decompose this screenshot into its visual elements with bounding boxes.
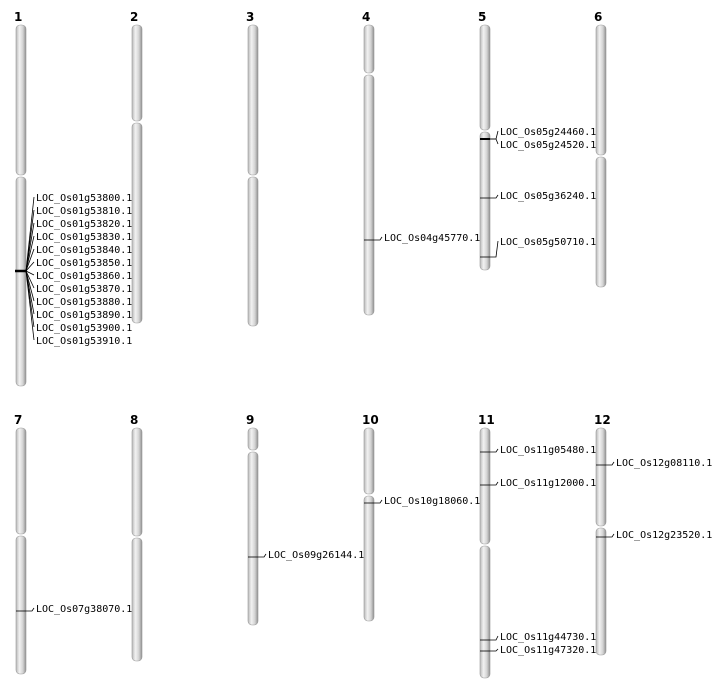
gene-label: LOC_Os01g53880.1 — [36, 297, 132, 308]
chromosome-arm-p — [363, 24, 375, 74]
chromosome-arm-p — [247, 24, 259, 176]
chromosome-2: 2 — [130, 10, 143, 324]
gene-connector — [374, 499, 383, 504]
gene-connector — [258, 553, 267, 558]
chromosome-arm-p — [15, 24, 27, 176]
gene-label: LOC_Os01g53910.1 — [36, 336, 132, 347]
gene-label: LOC_Os01g53870.1 — [36, 284, 132, 295]
gene-connector — [490, 240, 499, 258]
chromosome-arm-q — [595, 156, 607, 288]
chromosome-arm-p — [131, 427, 143, 537]
chromosome-arm-p — [595, 427, 607, 527]
chromosome-number: 6 — [594, 10, 602, 24]
chromosome-arm-q — [131, 122, 143, 324]
gene-label: LOC_Os10g18060.1 — [384, 496, 480, 507]
gene-connector — [490, 194, 499, 199]
gene-label: LOC_Os01g53860.1 — [36, 271, 132, 282]
gene-connector — [25, 270, 35, 276]
chromosome-arm-q — [15, 535, 27, 675]
gene-label: LOC_Os05g24460.1 — [500, 127, 596, 138]
gene-label: LOC_Os01g53890.1 — [36, 310, 132, 321]
chromosome-arm-q — [363, 495, 375, 622]
gene-connector — [25, 270, 35, 289]
chromosome-6: 6 — [594, 10, 607, 288]
chromosome-number: 11 — [478, 413, 495, 427]
gene-connector — [490, 635, 499, 641]
gene-connector — [25, 270, 35, 341]
gene-label: LOC_Os11g47320.1 — [500, 645, 596, 656]
gene-label: LOC_Os12g08110.1 — [616, 458, 712, 469]
chromosome-arm-p — [15, 427, 27, 535]
chromosome-arm-p — [131, 24, 143, 122]
gene-label: LOC_Os01g53900.1 — [36, 323, 132, 334]
chromosome-arm-p — [479, 24, 491, 131]
chromosome-8: 8 — [130, 413, 143, 662]
chromosome-arm-q — [479, 131, 491, 271]
gene-connector — [25, 248, 35, 272]
chromosome-arm-q — [247, 176, 259, 327]
gene-connector — [490, 138, 499, 145]
gene-connector — [606, 533, 615, 538]
chromosome-number: 9 — [246, 413, 254, 427]
gene-label: LOC_Os04g45770.1 — [384, 233, 480, 244]
chromosome-arm-q — [479, 545, 491, 679]
chromosome-1: 1LOC_Os01g53800.1LOC_Os01g53810.1LOC_Os0… — [14, 10, 132, 387]
gene-connector — [490, 448, 499, 453]
gene-connector — [374, 236, 383, 241]
chromosome-number: 2 — [130, 10, 138, 24]
gene-label: LOC_Os09g26144.1 — [268, 550, 364, 561]
gene-label: LOC_Os12g23520.1 — [616, 530, 712, 541]
gene-label: LOC_Os11g05480.1 — [500, 445, 596, 456]
gene-label: LOC_Os11g12000.1 — [500, 478, 596, 489]
gene-label: LOC_Os01g53850.1 — [36, 258, 132, 269]
gene-connector — [26, 607, 35, 612]
chromosome-number: 12 — [594, 413, 611, 427]
gene-label: LOC_Os01g53810.1 — [36, 206, 132, 217]
chromosome-number: 8 — [130, 413, 138, 427]
chromosome-arm-p — [479, 427, 491, 545]
gene-connector — [490, 130, 499, 140]
chromosome-arm-q — [247, 451, 259, 626]
gene-connector — [606, 461, 615, 466]
chromosome-number: 4 — [362, 10, 370, 24]
gene-label: LOC_Os05g24520.1 — [500, 140, 596, 151]
gene-label: LOC_Os05g50710.1 — [500, 237, 596, 248]
gene-connector — [25, 222, 35, 272]
gene-label: LOC_Os11g44730.1 — [500, 632, 596, 643]
chromosome-5: 5LOC_Os05g24460.1LOC_Os05g24520.1LOC_Os0… — [478, 10, 596, 271]
gene-connector — [25, 261, 35, 272]
chromosome-arm-q — [363, 74, 375, 316]
gene-connector — [490, 648, 499, 652]
chromosome-arm-q — [595, 527, 607, 656]
chromosome-arm-q — [131, 537, 143, 662]
gene-label: LOC_Os01g53800.1 — [36, 193, 132, 204]
chromosome-number: 1 — [14, 10, 22, 24]
gene-label: LOC_Os01g53820.1 — [36, 219, 132, 230]
chromosome-3: 3 — [246, 10, 259, 327]
chromosome-number: 5 — [478, 10, 486, 24]
gene-label: LOC_Os01g53840.1 — [36, 245, 132, 256]
chromosome-arm-p — [595, 24, 607, 156]
chromosome-11: 11LOC_Os11g05480.1LOC_Os11g12000.1LOC_Os… — [478, 413, 596, 679]
gene-label: LOC_Os07g38070.1 — [36, 604, 132, 615]
chromosome-arm-p — [363, 427, 375, 495]
chromosome-arm-q — [15, 176, 27, 387]
gene-connector — [25, 235, 35, 272]
chromosome-arm-p — [247, 427, 259, 451]
chromosome-number: 10 — [362, 413, 379, 427]
chromosome-number: 7 — [14, 413, 22, 427]
gene-label: LOC_Os05g36240.1 — [500, 191, 596, 202]
gene-label: LOC_Os01g53830.1 — [36, 232, 132, 243]
chromosome-number: 3 — [246, 10, 254, 24]
gene-connector — [490, 481, 499, 486]
